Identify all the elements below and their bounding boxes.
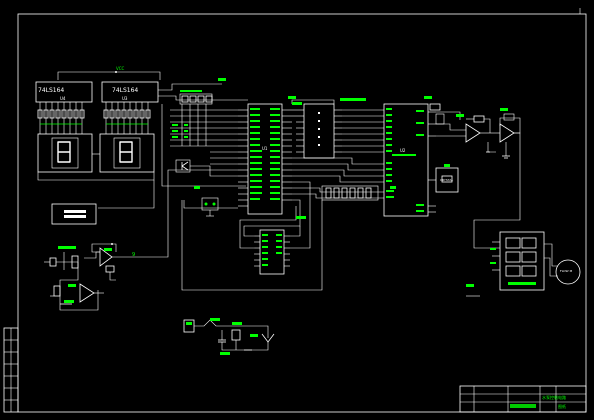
shift-register-2: 74LS164 U3 [101,81,159,103]
plc-ref: U2 [400,148,406,153]
shift-register-1-ref: U4 [60,96,66,101]
data-bus [292,109,384,199]
crystal-label: CRYSTAL [440,178,453,182]
drawing-frame [3,8,587,413]
motor-label: FLOW M [560,269,573,273]
pump-motor: FLOW M [555,259,581,285]
relay-module [466,231,558,297]
net-labels [180,78,432,219]
shift-register-2-ref: U3 [122,96,128,101]
power-supply-section [183,318,275,355]
op-amp-stage [429,103,521,249]
seven-segment-display-1 [37,133,93,173]
bus-resistor-pack [181,185,379,291]
crystal-tag: CRYSTAL [440,178,453,182]
shift-register-1: 74LS164 U4 [35,81,93,103]
shift-register-1-name: 74LS164 [38,87,64,94]
chip-u5 [239,181,311,275]
title-block-subtitle: 图纸 [558,403,566,409]
seven-segment-display-2 [99,133,155,173]
shift-register-2-name: 74LS164 [112,87,138,94]
title-block: 水泵控制电路 图纸 [459,385,587,413]
mcu-oscillator [183,197,238,217]
pot-value: 9 [132,252,135,258]
title-block-title: 水泵控制电路 [542,394,566,400]
analog-sensor-section: 9 [44,169,238,311]
mcu-ref: U1 [262,146,268,151]
top-vcc-label: VCC [116,66,125,71]
crystal-module [428,164,459,193]
segment-resistors [37,102,151,134]
middle-chip [291,98,366,159]
small-transistor [175,159,238,177]
mcu-u1: U1 [238,103,292,215]
input-switch-array [170,93,238,165]
driver-module [51,203,97,225]
display-driver-section: VCC 74LS164 U4 74LS164 U3 [35,66,248,209]
chip-u2: U2 [383,103,436,217]
